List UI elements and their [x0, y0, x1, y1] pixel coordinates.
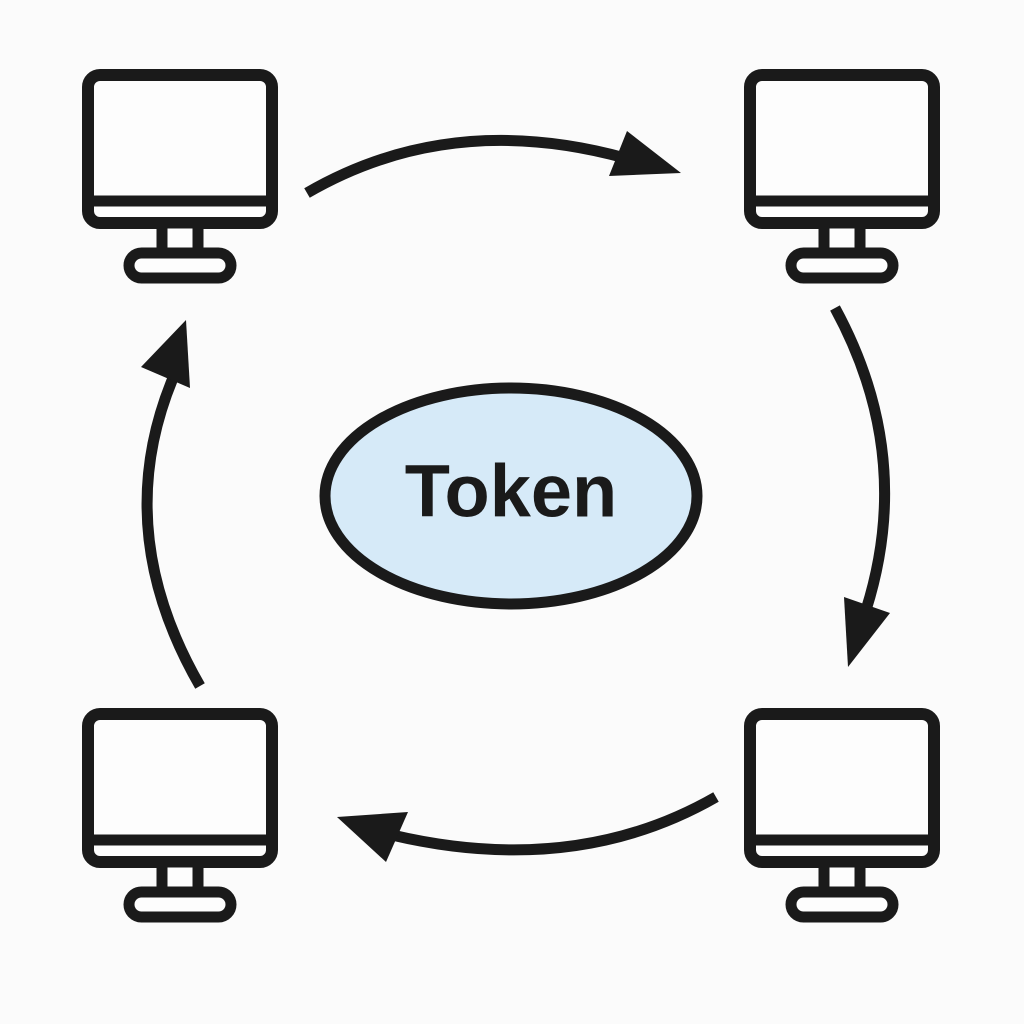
arrow-bottom-left-to-top-left	[141, 320, 205, 689]
computer-top-right	[750, 75, 934, 278]
computer-bottom-left	[88, 714, 272, 917]
token-label: Token	[405, 450, 617, 533]
desktop-monitor-icon	[88, 714, 272, 917]
computer-top-left	[88, 75, 272, 278]
desktop-monitor-icon	[88, 75, 272, 278]
arrow-top-right-to-bottom-right	[830, 305, 891, 667]
token-node: Token	[319, 382, 703, 610]
token-ellipse	[319, 382, 703, 610]
desktop-monitor-icon	[750, 714, 934, 917]
arrow-top-left-to-top-right	[304, 131, 681, 198]
arrow-bottom-right-to-bottom-left	[337, 792, 719, 862]
desktop-monitor-icon	[750, 75, 934, 278]
computer-bottom-right	[750, 714, 934, 917]
